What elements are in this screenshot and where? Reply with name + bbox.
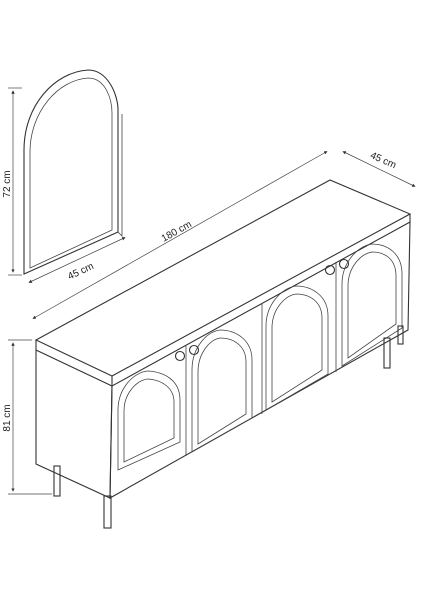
- console-length-dimension: 180 cm: [32, 151, 328, 319]
- console-cabinet: [34, 179, 412, 529]
- door-handle: [174, 258, 350, 362]
- arched-mirror: [23, 69, 123, 275]
- mirror-height-label: 72 cm: [2, 170, 13, 197]
- cabinet-legs: [53, 325, 404, 529]
- console-depth-dimension: 45 cm: [342, 150, 416, 187]
- console-depth-label: 45 cm: [368, 150, 397, 171]
- console-length-label: 180 cm: [160, 219, 194, 245]
- mirror-width-dimension: 45 cm: [28, 237, 126, 283]
- console-height-dimension: 81 cm: [2, 339, 52, 495]
- mirror-height-dimension: 72 cm: [2, 87, 22, 276]
- mirror-width-label: 45 cm: [66, 261, 95, 282]
- console-height-label: 81 cm: [2, 404, 13, 431]
